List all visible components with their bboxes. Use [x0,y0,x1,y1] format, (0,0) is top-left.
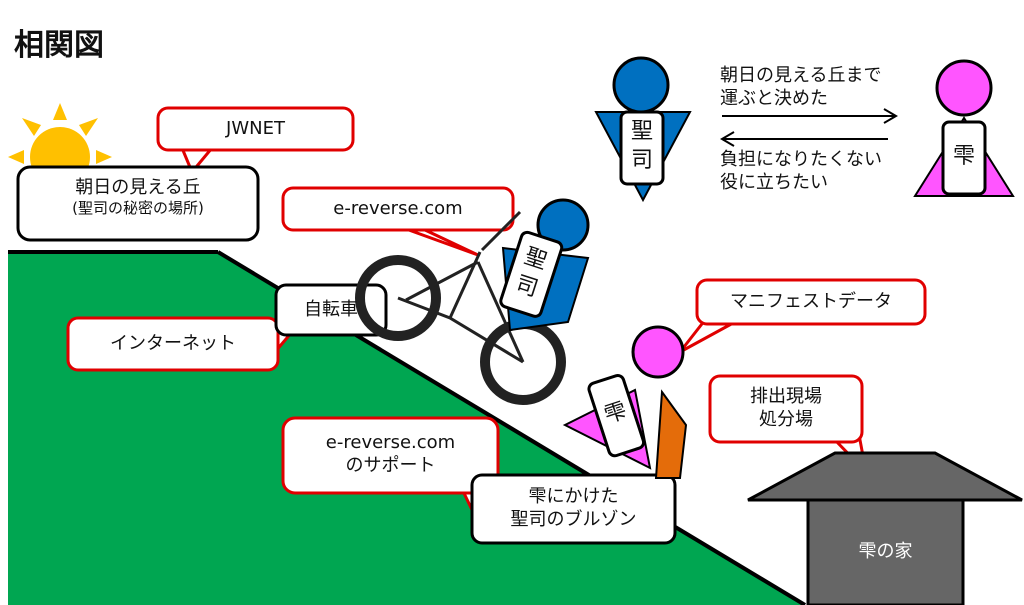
label-jwnet: JWNET [226,118,285,139]
label-hill: 朝日の見える丘 (聖司の秘密の場所) [18,176,258,219]
callout-manifest [695,278,927,326]
relation-seiji-line1: 朝日の見える丘まで [720,65,882,86]
relation-seiji-line2: 運ぶと決めた [720,88,828,110]
seiji-figure [594,56,692,203]
seiji-rider [499,198,590,332]
arrow-left-icon [720,131,888,147]
arrow-right-icon [722,108,898,124]
label-jacket: 雫にかけた 聖司のブルゾン [472,485,675,532]
callout-support [281,416,500,495]
relation-seiji-text: 朝日の見える丘まで 運ぶと決めた [720,64,920,111]
label-bicycle: 自転車 [304,299,358,320]
label-hill-line1: 朝日の見える丘 [75,177,201,198]
shizuku-figure [913,59,1015,197]
relation-shizuku-line1: 負担になりたくない [720,149,882,170]
label-disposal-line2: 処分場 [759,409,813,431]
label-support: e-reverse.com のサポート [283,431,498,478]
callout-ereverse [281,186,515,232]
seiji-name-char1: 聖 [630,119,653,144]
shizuku-rider [562,325,688,479]
house-icon [747,451,1023,605]
shizuku-name-tag: 雫 [952,144,975,169]
label-support-line2: のサポート [345,455,436,477]
label-ereverse: e-reverse.com [333,198,463,219]
seiji-name-char2: 司 [630,147,653,173]
label-hill-line2: (聖司の秘密の場所) [72,199,204,218]
label-house: 雫の家 [858,541,913,562]
label-internet: インターネット [110,333,236,354]
label-disposal-line1: 排出現場 [750,386,822,407]
callout-jwnet [156,106,355,152]
label-manifest: マニフェストデータ [730,291,892,312]
label-jacket-line2: 聖司のブルゾン [510,509,637,531]
box-jacket [470,473,677,545]
label-jacket-line1: 雫にかけた [528,486,619,507]
label-support-line1: e-reverse.com [325,432,456,453]
callout-disposal [708,374,864,444]
seiji-name-tag: 聖 司 [621,118,663,175]
label-disposal: 排出現場 処分場 [710,385,862,432]
box-hill [16,165,260,242]
relation-shizuku-text: 負担になりたくない 役に立ちたい [720,148,920,195]
page-title: 相関図 [14,28,104,63]
relation-shizuku-line2: 役に立ちたい [720,172,828,194]
callout-internet [66,316,280,372]
